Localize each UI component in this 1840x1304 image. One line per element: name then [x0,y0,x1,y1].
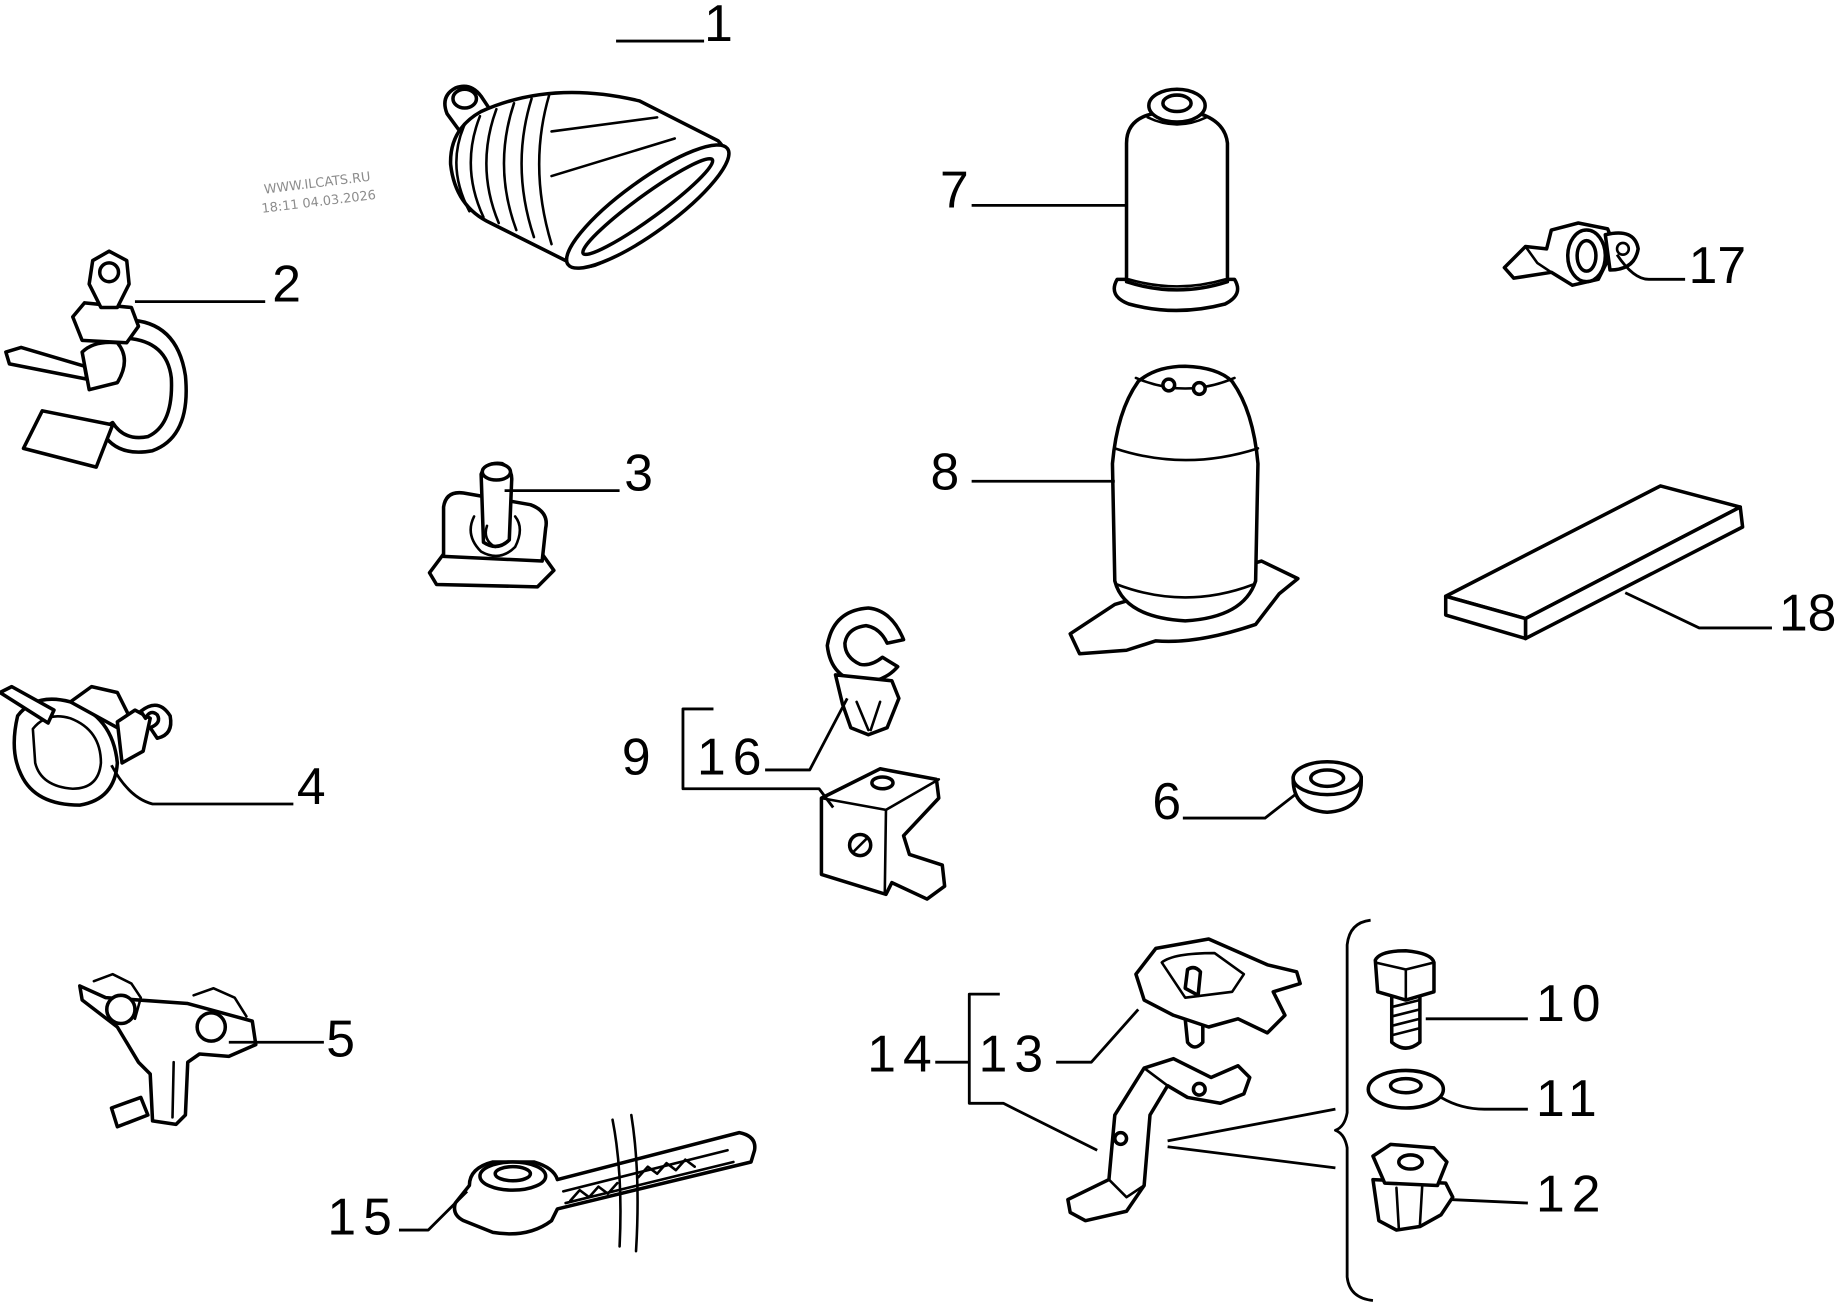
part-18-flat-pad [1443,484,1745,641]
callout-3: 3 [624,444,653,502]
callout-5: 5 [326,1009,355,1067]
part-13-cable-clip [1134,937,1302,1049]
part-8-large-rubber-boot [1068,364,1300,656]
part-1-corrugated-boot [443,84,731,270]
part-6-grommet [1291,759,1363,814]
callout-18: 18 [1779,583,1836,641]
brace-pointer [1167,1107,1336,1170]
part-4-hose-clamp [0,684,173,807]
leader-line-15 [398,1190,469,1232]
group-bracket-9 [681,707,835,809]
callout-13: 13 [979,1025,1051,1083]
part-12-square-nut-clip [1371,1142,1455,1232]
group-bracket-14 [967,992,1098,1152]
callout-17: 17 [1689,236,1746,294]
callout-6: 6 [1152,772,1181,830]
leader-line-4 [110,764,294,806]
curly-brace-10-12 [1334,918,1374,1302]
callout-12: 12 [1536,1164,1608,1222]
leader-line-18 [1624,591,1772,630]
callout-10: 10 [1536,974,1608,1032]
part-15-cable-tie-strap [452,1113,757,1253]
part-11-washer [1366,1068,1446,1110]
callout-14: 14 [867,1025,939,1083]
callout-4: 4 [297,757,326,815]
part-3-connector-clip [427,461,556,589]
callout-1: 1 [704,0,733,52]
part-14-support-bracket [1066,1056,1252,1223]
leader-line-13 [1056,1008,1140,1064]
part-10-bolt [1373,948,1436,1050]
leader-line-6 [1182,792,1298,820]
leader-line-11 [1440,1096,1528,1111]
part-9-mounting-bracket [819,767,947,901]
callout-2: 2 [272,255,301,313]
callout-15: 15 [327,1188,399,1246]
leader-line-17 [1615,253,1686,281]
leader-line-16 [765,697,849,772]
part-16-hook-clip [825,606,906,737]
leader-line-12 [1450,1198,1528,1205]
callout-7: 7 [940,161,969,219]
part-2-pipe-clamp [4,249,188,469]
part-5-double-pipe-clip [78,972,258,1129]
callout-16: 16 [697,728,769,786]
callout-9: 9 [622,728,651,786]
callout-11: 11 [1536,1069,1604,1127]
part-17-small-clip [1502,221,1640,287]
callout-8: 8 [931,442,960,500]
part-7-cylindrical-cap [1112,87,1240,313]
watermark: WWW.ILCATS.RU 18:11 04.03.2026 [261,170,377,217]
